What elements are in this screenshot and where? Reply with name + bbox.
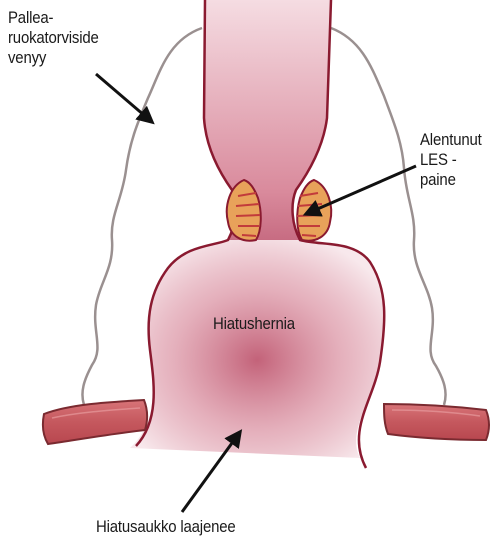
- reduced-les-pressure-label: Alentunut LES -paine: [420, 130, 490, 190]
- diaphragm-left: [43, 400, 147, 444]
- hiatus-widens-label: Hiatusaukko laajenee: [96, 517, 236, 537]
- ligament-stretched-label: Pallea- ruokatorviside venyy: [8, 8, 99, 68]
- ligament-arrow: [96, 74, 152, 122]
- diaphragm-right: [384, 404, 489, 440]
- hiatal-hernia-label: Hiatushernia: [213, 314, 295, 334]
- hernia-body: [130, 240, 384, 458]
